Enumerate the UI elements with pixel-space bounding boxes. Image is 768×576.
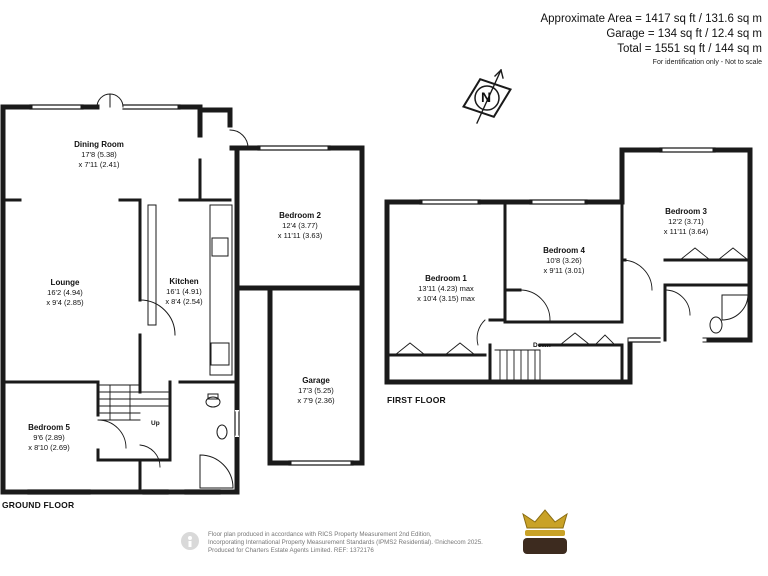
ground-floor-label: GROUND FLOOR: [2, 500, 75, 510]
ground-wc: [199, 393, 234, 489]
kitchen-counters: [139, 204, 233, 376]
ground-internal-walls: [1, 158, 239, 494]
ground-stairs: [97, 384, 169, 468]
crown-logo-icon: [522, 509, 568, 554]
room-lounge: Lounge 16'2 (4.94) x 9'4 (2.85): [46, 278, 84, 307]
room-bedroom2: Bedroom 2 12'4 (3.77) x 11'11 (3.63): [277, 211, 323, 240]
compass-icon: [462, 69, 512, 124]
stairs-up-label: Up: [151, 420, 160, 427]
first-internal-walls: [385, 198, 752, 384]
compass-n-label: N: [481, 89, 492, 105]
room-dining: Dining Room 17'8 (5.38) x 7'11 (2.41): [74, 140, 124, 169]
ground-floor-walls: [0, 104, 365, 495]
first-doors: [394, 247, 749, 356]
area-garage: Garage = 134 sq ft / 12.4 sq m: [606, 28, 762, 40]
area-approx: Approximate Area = 1417 sq ft / 131.6 sq…: [540, 13, 762, 25]
room-bedroom3: Bedroom 3 12'2 (3.71) x 11'11 (3.64): [663, 207, 709, 236]
ipms-badge-icon: [181, 532, 199, 550]
first-bathroom: [709, 294, 749, 334]
stairs-down-label: Down: [533, 342, 551, 349]
first-floor-walls: [384, 147, 753, 385]
footer-text: Floor plan produced in accordance with R…: [208, 531, 483, 554]
room-bedroom5: Bedroom 5 9'6 (2.89) x 8'10 (2.69): [28, 423, 70, 452]
room-bedroom4: Bedroom 4 10'8 (3.26) x 9'11 (3.01): [543, 246, 585, 275]
french-doors: [96, 93, 249, 149]
first-stairs: [494, 349, 541, 383]
area-summary: Approximate Area = 1417 sq ft / 131.6 sq…: [540, 12, 762, 66]
ground-windows: [27, 104, 354, 495]
scale-note: For identification only - Not to scale: [652, 59, 762, 66]
area-total: Total = 1551 sq ft / 144 sq m: [617, 43, 762, 55]
room-bedroom1: Bedroom 1 13'11 (4.23) max x 10'4 (3.15)…: [417, 274, 475, 303]
first-floor-label: FIRST FLOOR: [387, 395, 446, 405]
room-kitchen: Kitchen 16'1 (4.91) x 8'4 (2.54): [165, 277, 203, 306]
first-windows: [419, 147, 716, 343]
room-garage: Garage 17'3 (5.25) x 7'9 (2.36): [297, 376, 335, 405]
